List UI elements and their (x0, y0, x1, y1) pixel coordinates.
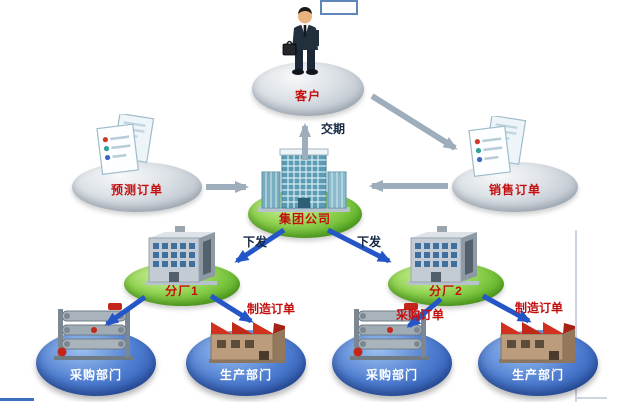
slide-border-bottom-left-line (0, 398, 34, 401)
arrow-dispatch-to-branch1 (234, 227, 286, 264)
factory-icon-1 (207, 314, 287, 364)
branch1-building-icon (141, 226, 221, 286)
branch1-label: 分厂1 (165, 283, 199, 298)
manufacture-order-label-right: 制造订单 (515, 301, 564, 315)
production-dept-1-label: 生产部门 (219, 367, 272, 382)
dispatch-left-label: 下发 (243, 235, 268, 249)
arrow-branch1-to-purchasing1 (104, 294, 147, 327)
machinery-icon-1 (52, 303, 136, 361)
production-dept-2-label: 生产部门 (511, 367, 564, 382)
slide-border-top-box (320, 0, 358, 15)
forecast-document-icon (94, 114, 160, 176)
sales-order-node: 销售订单 (452, 162, 578, 212)
delivery-date-label: 交期 (321, 122, 346, 136)
purchasing-dept-2-label: 采购部门 (365, 367, 418, 382)
manufacture-order-label-left: 制造订单 (247, 302, 296, 316)
arrow-branch2-to-production2 (481, 293, 532, 324)
businessman-icon (281, 6, 327, 78)
slide-border-right-line (575, 230, 577, 402)
arrow-customer-to-sales-order (370, 93, 458, 151)
slide-border-bottom-right-line (577, 397, 607, 399)
purchasing-dept-2-node: 采购部门 (332, 330, 452, 396)
dispatch-right-label: 下发 (357, 235, 382, 249)
branch2-building-icon (403, 226, 483, 286)
branch2-label: 分厂2 (429, 283, 463, 298)
group-company-label: 集团公司 (278, 211, 331, 226)
purchasing-dept-1-label: 采购部门 (69, 367, 122, 382)
purchase-order-label: 采购订单 (396, 308, 445, 322)
customer-label: 客户 (294, 88, 321, 103)
arrow-dispatch-to-branch2 (326, 227, 392, 264)
sales-order-label: 销售订单 (488, 182, 541, 197)
arrow-branch2-to-purchasing2 (406, 297, 443, 328)
machinery-icon-2 (348, 303, 432, 361)
factory-icon-2 (497, 314, 577, 364)
arrow-branch1-to-production1 (209, 293, 254, 324)
sales-document-icon (466, 116, 532, 178)
forecast-order-label: 预测订单 (110, 182, 163, 197)
